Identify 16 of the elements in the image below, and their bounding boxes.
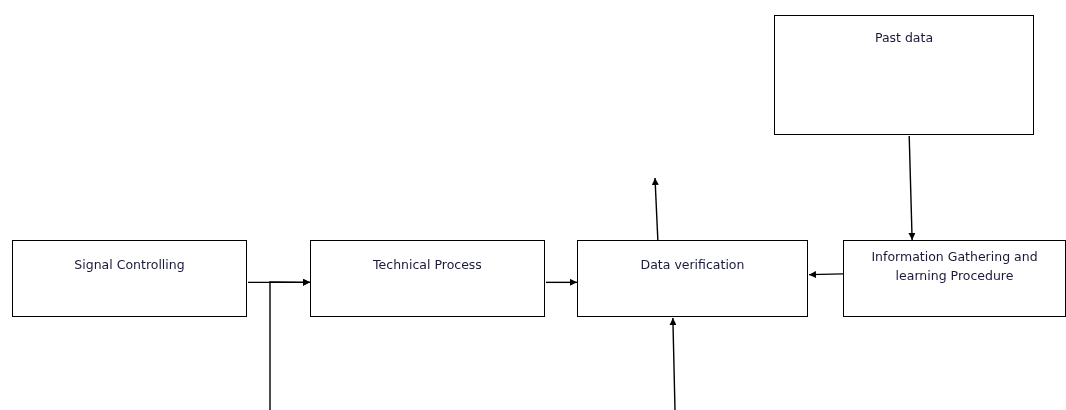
arrow bbox=[545, 278, 578, 286]
arrow bbox=[908, 135, 916, 241]
process-box bbox=[843, 240, 1066, 317]
box-label: Data verification bbox=[639, 256, 746, 274]
process-box bbox=[310, 240, 545, 317]
box-label: Technical Process bbox=[372, 256, 483, 274]
arrow bbox=[669, 317, 677, 410]
box-label: Information Gathering and learning Procedure bbox=[870, 248, 1039, 285]
arrow bbox=[808, 271, 844, 278]
arrow bbox=[269, 278, 311, 410]
process-box bbox=[577, 240, 808, 317]
box-label: Signal Controlling bbox=[73, 256, 186, 274]
box-label: Past data bbox=[873, 29, 935, 47]
process-box bbox=[12, 240, 247, 317]
process-box bbox=[774, 15, 1034, 135]
arrow bbox=[651, 177, 659, 241]
